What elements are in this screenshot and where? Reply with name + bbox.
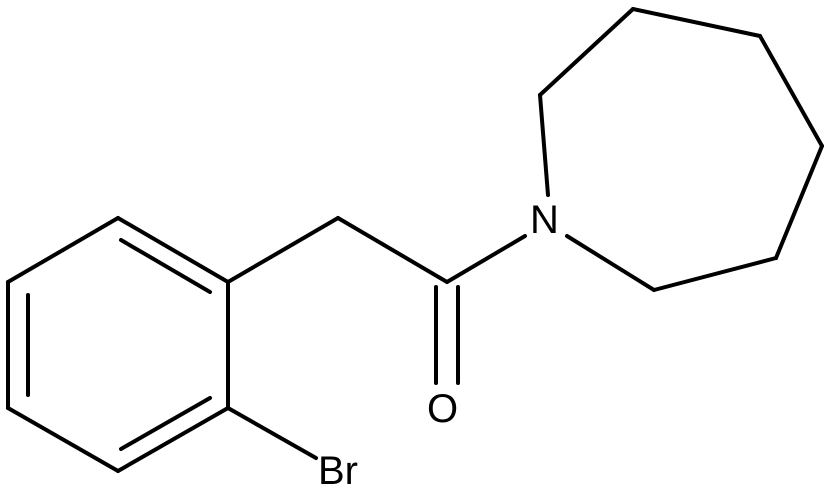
atom-nitrogen-label: N <box>530 198 559 242</box>
bond-ring-3 <box>116 406 230 473</box>
bond-carbonyl-n <box>445 234 527 284</box>
bond-ring-inner-2 <box>119 396 212 451</box>
bond-ring-ch2 <box>226 216 340 284</box>
bond-ring-inner-1 <box>119 238 212 294</box>
atom-oxygen-label: O <box>427 387 458 431</box>
bond-azepane-1 <box>538 93 550 197</box>
benzene-ring <box>6 216 230 473</box>
bond-ring-4 <box>6 406 120 473</box>
bond-ch2-carbonyl <box>336 216 449 284</box>
bond-c-br <box>226 406 318 460</box>
bond-ring-1 <box>116 216 230 284</box>
bond-azepane-2 <box>538 7 635 97</box>
bond-azepane-7 <box>565 234 656 292</box>
atom-bromine-label: Br <box>318 449 358 493</box>
azepane-ring <box>538 7 824 292</box>
bond-azepane-3 <box>631 7 762 38</box>
bond-azepane-5 <box>774 144 824 260</box>
bond-azepane-4 <box>758 34 824 148</box>
bond-azepane-6 <box>652 256 778 292</box>
bond-ring-6 <box>6 216 120 284</box>
